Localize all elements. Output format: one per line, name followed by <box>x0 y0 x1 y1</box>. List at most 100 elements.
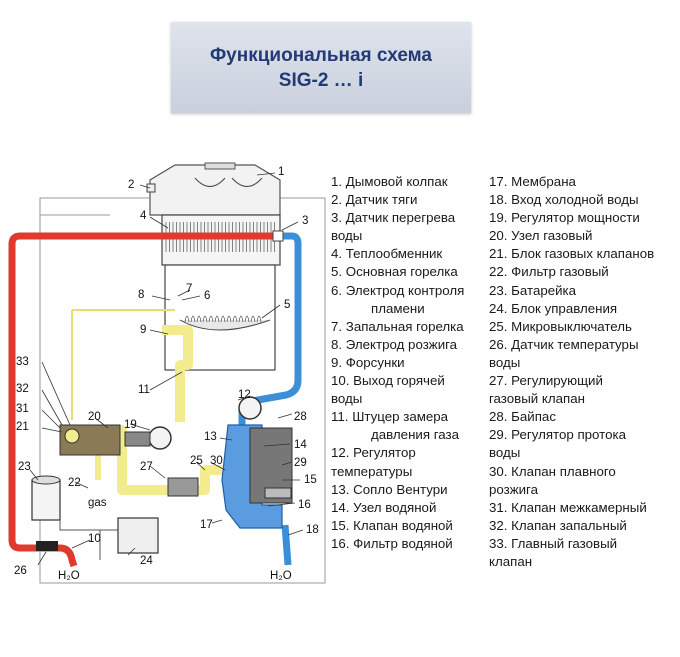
overheat-sensor <box>272 230 284 242</box>
legend-item-continuation: воды <box>331 391 363 407</box>
battery-wire <box>59 520 118 531</box>
flow-regulator <box>264 487 292 499</box>
legend-item: 25. Микровыключатель <box>489 318 632 334</box>
callout-number: 5 <box>284 299 290 311</box>
flame <box>238 315 244 323</box>
callout-number: 25 <box>190 455 203 467</box>
legend-item: 24. Блок управления <box>489 300 618 316</box>
legend-item: 7. Запальная горелка <box>331 318 464 334</box>
legend-item: 33. Главный газовый <box>489 535 618 551</box>
legend-item-continuation: давления газа <box>371 427 460 443</box>
legend-item: 29. Регулятор протока <box>489 427 626 443</box>
legend-item: 6. Электрод контроля <box>331 282 465 298</box>
hood-arc-right <box>231 177 263 188</box>
callout-number: 28 <box>294 411 307 423</box>
callout-number: 8 <box>138 289 144 301</box>
legend-item: 22. Фильтр газовый <box>489 264 609 280</box>
legend-item: 3. Датчик перегрева <box>331 210 456 226</box>
hood-arc-left <box>194 177 226 188</box>
flame <box>184 315 190 323</box>
flame <box>202 315 208 323</box>
callout-number: 11 <box>138 384 150 396</box>
title-line-2: SIG-2 … i <box>278 69 364 91</box>
legend-item-continuation: газовый клапан <box>489 391 585 407</box>
gas-label: gas <box>88 497 107 509</box>
callout-number: 7 <box>186 283 192 295</box>
cold-water-inlet <box>281 524 292 566</box>
legend-item: 27. Регулирующий <box>489 373 603 389</box>
flame <box>196 315 202 323</box>
legend-item: 11. Штуцер замера <box>331 409 449 425</box>
main-burner <box>179 319 271 331</box>
callout-number: 14 <box>294 439 307 451</box>
legend-item: 14. Узел водяной <box>331 499 437 515</box>
power-regulator <box>148 426 172 450</box>
main-gas-valve <box>64 428 80 444</box>
callout-number: 15 <box>304 474 317 486</box>
legend-item-continuation: температуры <box>331 463 413 479</box>
callout-number: 30 <box>210 455 223 467</box>
callout-number: 22 <box>68 477 81 489</box>
water-out-label: H₂O <box>58 570 80 582</box>
callout-number: 32 <box>16 383 29 395</box>
callout-number: 16 <box>298 499 311 511</box>
callout-number: 33 <box>16 356 29 368</box>
callout-number: 13 <box>204 431 217 443</box>
flame <box>214 315 220 323</box>
callout-number: 19 <box>124 419 137 431</box>
flame <box>208 315 214 323</box>
water-in-label: H₂O <box>270 570 292 582</box>
callout-number: 21 <box>16 421 29 433</box>
legend-item: 2. Датчик тяги <box>331 192 418 208</box>
legend-item: 31. Клапан межкамерный <box>489 499 647 515</box>
legend-item-continuation: воды <box>489 354 521 370</box>
legend-item: 20. Узел газовый <box>489 228 593 244</box>
callout-number: 20 <box>88 411 101 423</box>
legend-item: 28. Байпас <box>489 409 556 425</box>
legend-item: 13. Сопло Вентури <box>331 481 448 497</box>
title-line-1: Функциональная схема <box>209 44 433 66</box>
legend-item: 15. Клапан водяной <box>331 517 453 533</box>
legend-item: 10. Выход горячей <box>331 373 445 389</box>
legend-item: 26. Датчик температуры <box>489 336 639 352</box>
flame <box>256 315 262 323</box>
flame <box>220 315 226 323</box>
legend-item: 23. Батарейка <box>489 282 577 298</box>
callout-number: 23 <box>18 461 31 473</box>
callout-number: 26 <box>14 565 27 577</box>
flame <box>190 315 196 323</box>
hood-top <box>204 162 236 170</box>
callout-number: 2 <box>128 179 134 191</box>
legend-item-continuation: пламени <box>371 300 425 316</box>
smoke-hood <box>149 164 281 216</box>
battery-cap <box>31 475 61 485</box>
callout-number: 18 <box>306 524 319 536</box>
callout-number: 3 <box>302 215 308 227</box>
legend-item-continuation: розжига <box>489 481 539 497</box>
water-temp-sensor <box>36 541 58 551</box>
callout-number: 1 <box>278 166 284 178</box>
legend-item: 18. Вход холодной воды <box>489 192 639 208</box>
legend-item: 12. Регулятор <box>331 445 416 461</box>
regulating-gas-valve <box>167 477 199 497</box>
flame <box>244 315 250 323</box>
callout-number: 31 <box>16 403 29 415</box>
flame <box>250 315 256 323</box>
battery <box>31 479 61 521</box>
callout-number: 6 <box>204 290 210 302</box>
legend-item: 8. Электрод розжига <box>331 336 458 352</box>
legend-item: 17. Мембрана <box>489 174 576 189</box>
hot-water-pipe <box>8 232 282 568</box>
callout-number: 12 <box>238 389 251 401</box>
legend-item: 30. Клапан плавного <box>489 463 616 479</box>
callout-number: 24 <box>140 555 153 567</box>
callout-leaders <box>29 172 304 566</box>
legend-item-continuation: воды <box>489 445 521 461</box>
callout-number: 4 <box>140 210 147 222</box>
callout-number: 10 <box>88 533 101 545</box>
flame <box>226 315 232 323</box>
